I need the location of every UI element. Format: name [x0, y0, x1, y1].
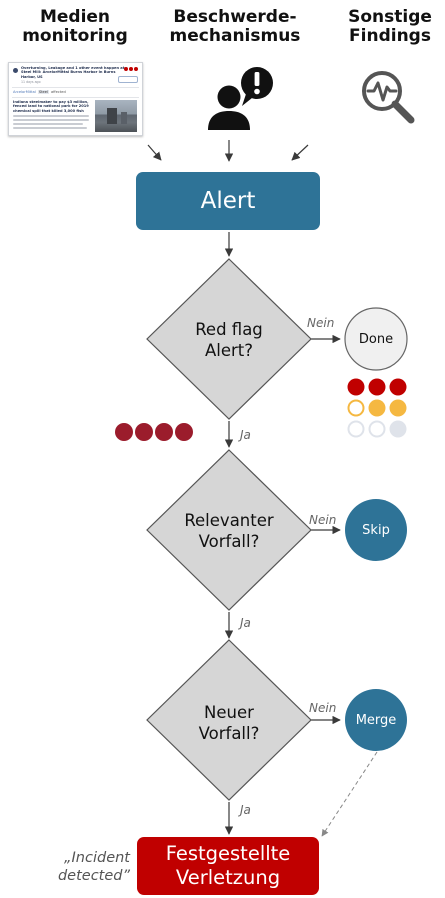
caption-line2: detected”	[57, 868, 130, 884]
entity-name: ArcelorMittal	[13, 90, 36, 94]
label-no-redflag: Nein	[307, 316, 334, 330]
legend-dot-red	[347, 378, 365, 396]
article-tag-button[interactable]	[118, 76, 138, 83]
legend-dot-grey	[389, 420, 407, 438]
incident-line2: Verletzung	[175, 866, 281, 889]
new-line1: Neuer	[204, 703, 254, 722]
severity-dot	[135, 423, 153, 441]
other-title-line2: Findings	[349, 26, 431, 46]
severity-dot	[124, 67, 128, 71]
body-text-line	[13, 115, 89, 117]
article-entity-row: ArcelorMittal Steel affected	[13, 90, 66, 94]
decision-relevant-text: Relevanter Vorfall?	[159, 510, 299, 552]
severity-dot	[129, 67, 133, 71]
decision-new-text: Neuer Vorfall?	[164, 702, 294, 744]
article-severity-dots	[124, 67, 138, 71]
article-photo	[95, 100, 137, 132]
legend-dot-yellow	[389, 399, 407, 417]
legend-dot-grey-outline	[368, 420, 386, 438]
skip-label: Skip	[362, 522, 390, 538]
red-flag-severity-dots	[115, 423, 193, 441]
headline-line3: Harbor, US	[21, 74, 43, 79]
label-yes-new: Ja	[238, 803, 251, 817]
label-no-new: Nein	[309, 701, 336, 715]
decision-red-flag-diamond	[146, 258, 312, 420]
new-line2: Vorfall?	[198, 724, 260, 743]
legend-dot-grey-outline	[347, 420, 365, 438]
legend-dot-red	[368, 378, 386, 396]
body-title-line3: chemical spill that killed 3,000 fish	[13, 108, 84, 113]
incident-box: Festgestellte Verletzung	[137, 837, 319, 895]
grievance-title-line2: mechanismus	[169, 26, 301, 46]
skip-circle	[345, 499, 407, 561]
decision-red-flag-text: Red flag Alert?	[164, 319, 294, 361]
other-findings-title: Sonstige Findings	[330, 8, 445, 46]
arrow-merge-to-incident	[321, 751, 378, 837]
grievance-mechanism-title: Beschwerde- mechanismus	[150, 8, 320, 46]
body-text-line	[13, 123, 83, 125]
arrow-media-to-alert	[147, 144, 162, 161]
media-title-line1: Medien	[39, 7, 111, 27]
incident-label: Festgestellte Verletzung	[137, 837, 319, 895]
severity-dot	[115, 423, 133, 441]
legend-dot-red	[389, 378, 407, 396]
body-title-line2: fenced land to national park for 2019	[13, 104, 89, 109]
label-yes-redflag: Ja	[238, 428, 251, 442]
article-headline: Overturning, Leakage and 1 other event h…	[21, 66, 125, 79]
relevant-line2: Vorfall?	[198, 532, 260, 551]
alert-box: Alert	[136, 172, 320, 230]
label-yes-relevant: Ja	[238, 616, 251, 630]
relevant-line1: Relevanter	[184, 511, 274, 530]
article-body-title: Indiana steelmaker to pay $3 million, fe…	[13, 100, 95, 113]
body-text-line	[13, 119, 89, 121]
severity-dot	[175, 423, 193, 441]
caption-line1: „Incident	[64, 850, 130, 866]
arrow-other-to-alert	[291, 144, 309, 161]
article-time: 11 days ago	[21, 80, 41, 84]
entity-status: affected	[50, 90, 66, 94]
entity-tag: Steel	[37, 90, 49, 94]
body-text-line	[13, 127, 87, 129]
red-flag-line1: Red flag	[195, 320, 263, 339]
magnifier-pulse-icon	[362, 71, 415, 124]
photo-structure	[121, 112, 127, 124]
merge-circle	[345, 689, 407, 751]
decision-new-diamond	[146, 639, 312, 801]
incident-line1: Festgestellte	[165, 842, 291, 865]
media-monitoring-title: Medien monitoring	[0, 8, 150, 46]
article-source-icon	[13, 68, 18, 73]
headline-line2: Steel Mill: ArcelorMittal Burns Harbor i…	[21, 70, 116, 75]
photo-structure	[107, 108, 117, 124]
severity-dot	[134, 67, 138, 71]
decision-relevant-diamond	[146, 449, 312, 611]
alert-label: Alert	[200, 188, 256, 214]
grievance-title-line1: Beschwerde-	[173, 7, 297, 27]
done-label: Done	[358, 331, 394, 347]
severity-dot	[155, 423, 173, 441]
incident-detected-caption: „Incident detected”	[20, 849, 130, 885]
media-title-line2: monitoring	[22, 26, 128, 46]
other-title-line1: Sonstige	[348, 7, 432, 27]
red-flag-line2: Alert?	[204, 341, 254, 360]
divider	[12, 97, 139, 98]
body-title-line1: Indiana steelmaker to pay $3 million,	[13, 100, 89, 104]
done-circle	[344, 307, 408, 371]
divider	[12, 87, 139, 88]
merge-label: Merge	[355, 712, 397, 728]
legend-dot-yellow-outline	[347, 399, 365, 417]
severity-legend	[347, 378, 407, 438]
label-no-relevant: Nein	[309, 513, 336, 527]
headline-line1: Overturning, Leakage and 1 other event h…	[21, 66, 125, 70]
media-article-thumbnail: Overturning, Leakage and 1 other event h…	[8, 62, 143, 136]
person-alert-icon	[208, 67, 273, 130]
legend-dot-yellow	[368, 399, 386, 417]
